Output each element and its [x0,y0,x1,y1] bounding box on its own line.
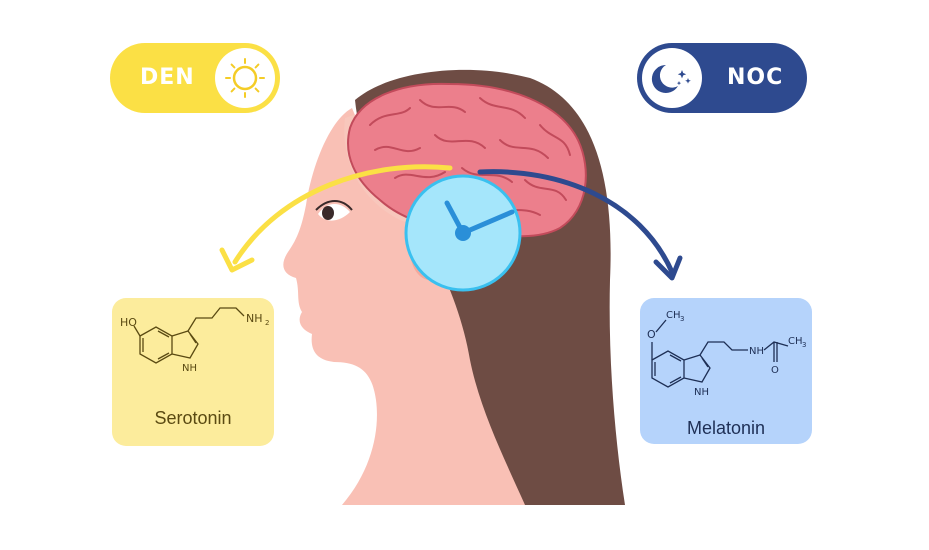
night-label: NOC [727,65,784,90]
serotonin-ho: HO [120,316,137,329]
day-arrow [232,164,453,265]
day-label: DEN [140,65,195,90]
melatonin-nh: NH [749,346,764,357]
melatonin-ch3-sub: 3 [680,315,684,323]
serotonin-nh2-sub: 2 [265,319,269,327]
day-knob [215,48,275,108]
melatonin-carbonyl-o: O [771,365,779,376]
melatonin-acetyl-sub: 3 [802,341,806,349]
melatonin-o: O [647,328,656,341]
night-knob [642,48,702,108]
day-toggle: DEN [110,43,280,113]
melatonin-ch3: CH [666,310,681,321]
serotonin-name: Serotonin [154,408,232,428]
melatonin-ring-nh: NH [694,387,709,398]
melatonin-acetyl-ch3: CH [788,336,803,347]
sun-icon [225,58,265,98]
serotonin-card: HO NH 2 NH Serotonin [112,298,274,446]
melatonin-structure: O CH 3 NH O CH 3 NH [647,310,806,398]
melatonin-card: O CH 3 NH O CH 3 NH Melatonin [640,298,812,444]
night-arrowhead [653,255,683,281]
serotonin-nh2: NH [246,312,263,325]
serotonin-structure: HO NH 2 NH [120,307,269,374]
melatonin-name: Melatonin [686,418,766,438]
eye-icon [315,200,353,221]
day-arrowhead [219,247,255,273]
night-arrow [477,169,675,275]
serotonin-ring-nh: NH [182,363,197,374]
clock-icon [404,174,522,292]
moon-stars-icon [651,64,691,93]
night-toggle: NOC [637,43,807,113]
